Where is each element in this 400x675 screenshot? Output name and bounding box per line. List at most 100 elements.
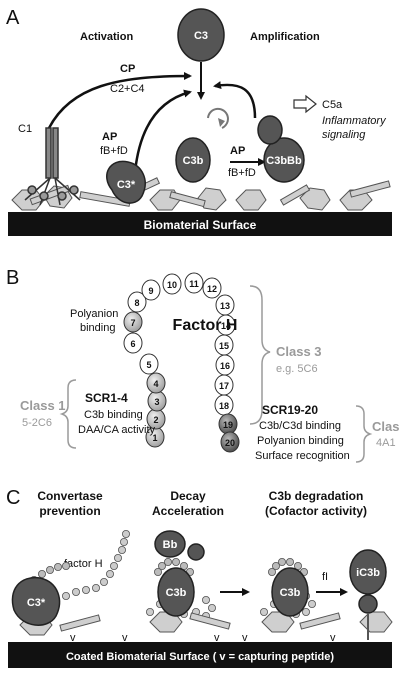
scr-domain-5 bbox=[139, 353, 159, 375]
amplification-arrow bbox=[213, 81, 257, 119]
scr-number-6: 6 bbox=[130, 339, 135, 349]
scr-number-3: 3 bbox=[154, 397, 159, 407]
scr-number-5: 5 bbox=[146, 360, 151, 370]
class3-antibody: e.g. 5C6 bbox=[276, 363, 318, 375]
factor-h-bead bbox=[307, 600, 316, 609]
scr-number-16: 16 bbox=[220, 361, 230, 371]
scr-number-12: 12 bbox=[207, 284, 217, 294]
convertase-title-1: Convertase bbox=[37, 489, 103, 503]
panel-c: C Convertase prevention Decay Accelerati… bbox=[6, 487, 393, 668]
inflammatory-label-2: signaling bbox=[322, 129, 366, 141]
class1-label: Class 1 bbox=[20, 398, 66, 413]
scr-domain-11 bbox=[184, 272, 204, 294]
class2-bracket bbox=[355, 405, 373, 463]
c5a-hollow-arrow-icon bbox=[293, 94, 317, 114]
c3b-label-c1: C3b bbox=[166, 587, 187, 599]
c3-label: C3 bbox=[194, 30, 208, 42]
activation-heading: Activation bbox=[80, 31, 133, 43]
scr-domain-7 bbox=[123, 311, 143, 333]
factor-h-bead bbox=[207, 604, 216, 613]
factor-h-label: factor H bbox=[64, 558, 103, 570]
c3b-molecule-c1: C3b bbox=[157, 567, 195, 617]
scr-domain-10 bbox=[162, 273, 182, 295]
c3b-degradation-title-1: C3b degradation bbox=[269, 489, 364, 503]
scr-domain-9 bbox=[141, 279, 161, 301]
coated-surface-label: Coated Biomaterial Surface ( v = capturi… bbox=[66, 651, 334, 663]
class2-label: Class 2 bbox=[372, 419, 400, 434]
cp-label: CP bbox=[120, 63, 135, 75]
scr1920-line1: C3b/C3d binding bbox=[259, 420, 341, 432]
polyanion-label-1: Polyanion bbox=[70, 308, 118, 320]
cycle-icon bbox=[207, 107, 229, 129]
panel-c-letter: C bbox=[6, 487, 20, 509]
factor-h-bead bbox=[110, 562, 119, 571]
factor-h-title: Factor H bbox=[173, 317, 238, 334]
scr1920-line3: Surface recognition bbox=[255, 450, 350, 462]
factor-h-bead bbox=[145, 608, 154, 617]
surface-proteins-a bbox=[11, 177, 391, 211]
scr-number-17: 17 bbox=[219, 381, 229, 391]
scr-number-10: 10 bbox=[167, 280, 177, 290]
class2-antibody: 4A1 bbox=[376, 437, 396, 449]
factor-h-bead bbox=[106, 570, 115, 579]
scr14-line2: DAA/CA activity bbox=[78, 424, 156, 436]
scr-domain-8 bbox=[127, 291, 147, 313]
factor-h-bead bbox=[62, 592, 71, 601]
scr-domain-4 bbox=[146, 372, 166, 394]
factor-h-bead bbox=[285, 558, 294, 567]
scr14-line1: C3b binding bbox=[84, 409, 143, 421]
biomaterial-surface-bar bbox=[8, 212, 392, 236]
factor-h-bead bbox=[92, 584, 101, 593]
bb-molecule: Bb bbox=[154, 530, 205, 561]
scr-number-1: 1 bbox=[152, 433, 157, 443]
inflammatory-label-1: Inflammatory bbox=[322, 115, 387, 127]
factor-h-bead bbox=[163, 558, 172, 567]
decay-title-1: Decay bbox=[170, 489, 206, 503]
c3b-label: C3b bbox=[183, 155, 204, 167]
factor-h-bead bbox=[122, 530, 131, 539]
class1-bracket bbox=[59, 379, 77, 449]
ic3b-label: iC3b bbox=[356, 567, 380, 579]
factor-h-bead bbox=[271, 562, 280, 571]
c5a-label: C5a bbox=[322, 99, 343, 111]
scr-number-8: 8 bbox=[134, 298, 139, 308]
ap-right-label: AP bbox=[230, 145, 245, 157]
ap-right-factors: fB+fD bbox=[228, 167, 256, 179]
c1-label: C1 bbox=[18, 123, 32, 135]
ic3b-molecule: iC3b bbox=[349, 549, 387, 640]
panel-b-letter: B bbox=[6, 267, 19, 289]
decay-title-2: Acceleration bbox=[152, 504, 224, 518]
factor-h-bead bbox=[120, 538, 129, 547]
panel-a: A Activation Amplification C3 CP C2+C4 C… bbox=[6, 7, 392, 236]
scr-number-15: 15 bbox=[219, 341, 229, 351]
ap-left-label: AP bbox=[102, 131, 117, 143]
scr-number-2: 2 bbox=[153, 415, 158, 425]
scr-number-20: 20 bbox=[225, 438, 235, 448]
c3-star-label-c: C3* bbox=[27, 597, 46, 609]
coated-surface-bar bbox=[8, 642, 392, 668]
class3-bracket bbox=[249, 285, 271, 425]
c3bbb-molecule: C3bBb bbox=[257, 115, 305, 183]
scr-domain-12 bbox=[202, 277, 222, 299]
amplification-heading: Amplification bbox=[250, 31, 320, 43]
c3-molecule: C3 bbox=[177, 8, 225, 62]
factor-h-bead bbox=[114, 554, 123, 563]
factor-h-bead bbox=[277, 558, 286, 567]
peptide-v-3: v bbox=[214, 632, 220, 644]
scr-domain-20 bbox=[220, 431, 240, 453]
c3b-label-c2: C3b bbox=[280, 587, 301, 599]
factor-h-bead bbox=[259, 608, 268, 617]
factor-h-bead bbox=[100, 578, 109, 587]
ap-left-arrow bbox=[133, 89, 192, 173]
surface-proteins-c bbox=[19, 611, 393, 636]
scr14-title: SCR1-4 bbox=[85, 391, 128, 405]
c3bbb-label: C3bBb bbox=[266, 155, 302, 167]
fi-label: fI bbox=[322, 571, 328, 583]
factor-h-bead bbox=[46, 566, 55, 575]
c1-complex bbox=[24, 127, 81, 206]
scr-number-14: 14 bbox=[221, 321, 231, 331]
peptide-v-4: v bbox=[242, 632, 248, 644]
